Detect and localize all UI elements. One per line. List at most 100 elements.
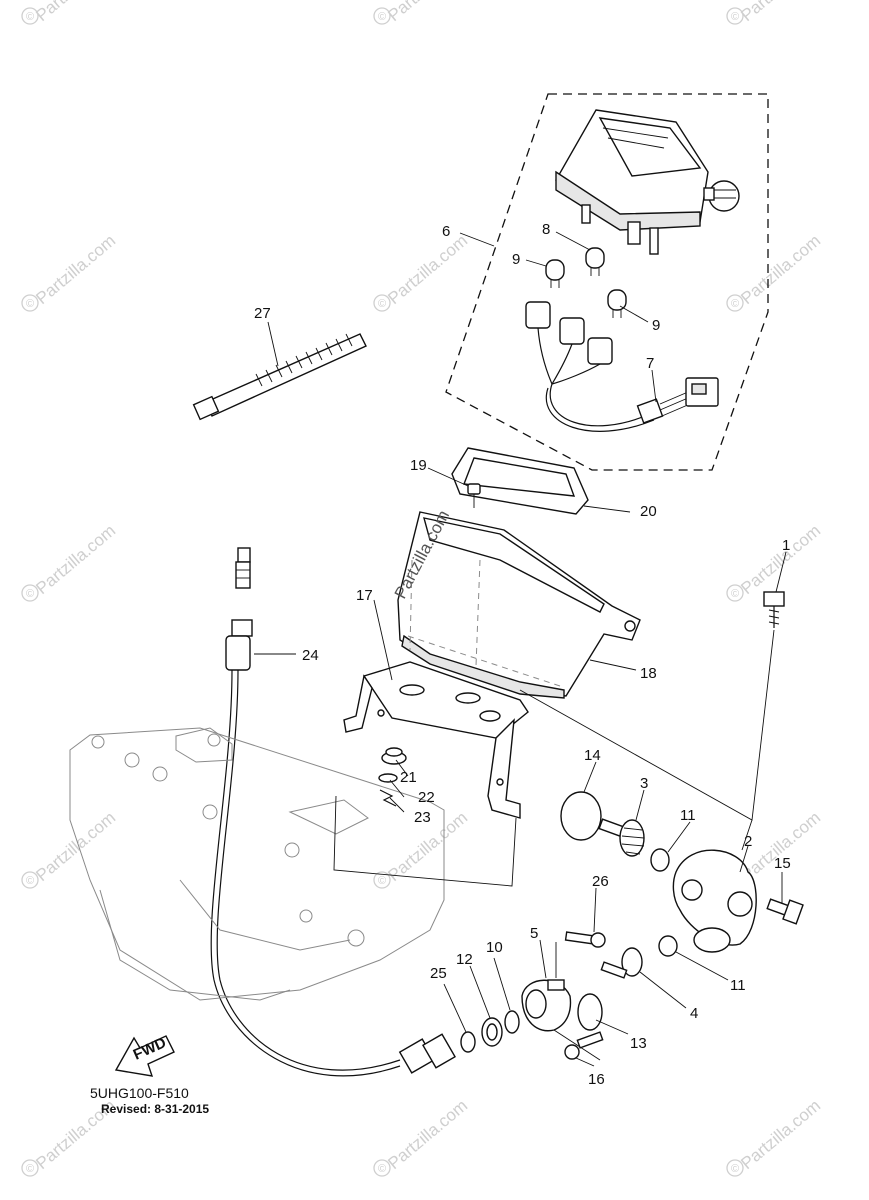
- svg-text:©: ©: [26, 1163, 34, 1175]
- callout-4[interactable]: 4: [690, 1005, 698, 1022]
- callout-18[interactable]: 18: [640, 665, 657, 682]
- callout-9-right[interactable]: 9: [652, 317, 660, 334]
- svg-text:©: ©: [378, 298, 386, 310]
- callout-27[interactable]: 27: [254, 305, 271, 322]
- watermark-top-left: © Partzilla.com: [21, 0, 119, 25]
- callout-12[interactable]: 12: [456, 951, 473, 968]
- callout-25[interactable]: 25: [430, 965, 447, 982]
- callout-5[interactable]: 5: [530, 925, 538, 942]
- watermark-row4-left: © Partzilla.com: [21, 808, 119, 889]
- callout-21[interactable]: 21: [400, 769, 417, 786]
- washer-10: [504, 1010, 520, 1034]
- drive-gear-3: [598, 818, 645, 857]
- svg-text:©: ©: [731, 11, 739, 23]
- o-ring-14: [560, 791, 602, 841]
- callout-10[interactable]: 10: [486, 939, 503, 956]
- bulb-9-left: [545, 259, 565, 288]
- screw-19: [467, 483, 481, 508]
- drawing-code: 5UHG100-F510: [90, 1085, 189, 1101]
- socket-harness: [525, 301, 719, 432]
- meter-assembly-boundary: [445, 93, 769, 471]
- fwd-arrow-icon: FWD: [114, 1034, 175, 1077]
- callout-3[interactable]: 3: [640, 775, 648, 792]
- svg-text:Partzilla.com: Partzilla.com: [32, 521, 119, 598]
- watermark-row2-center: © Partzilla.com: [373, 231, 471, 312]
- callout-6[interactable]: 6: [442, 223, 450, 240]
- svg-text:©: ©: [26, 298, 34, 310]
- callout-14[interactable]: 14: [584, 747, 601, 764]
- svg-text:©: ©: [26, 875, 34, 887]
- svg-text:©: ©: [731, 298, 739, 310]
- callout-16[interactable]: 16: [588, 1071, 605, 1088]
- svg-text:©: ©: [378, 1163, 386, 1175]
- callout-20[interactable]: 20: [640, 503, 657, 520]
- callout-11-upper[interactable]: 11: [680, 807, 696, 824]
- clip-23: [379, 789, 397, 807]
- callout-1[interactable]: 1: [782, 537, 790, 554]
- svg-text:©: ©: [731, 588, 739, 600]
- svg-text:Partzilla.com: Partzilla.com: [384, 231, 471, 308]
- watermark-row3-left: © Partzilla.com: [21, 521, 119, 602]
- callout-13[interactable]: 13: [630, 1035, 647, 1052]
- svg-text:Partzilla.com: Partzilla.com: [737, 1096, 824, 1173]
- bushing-11-upper: [650, 848, 670, 872]
- svg-text:Partzilla.com: Partzilla.com: [32, 808, 119, 885]
- watermark-bottom-right: © Partzilla.com: [726, 1096, 824, 1177]
- o-ring-25: [460, 1031, 476, 1053]
- svg-text:Partzilla.com: Partzilla.com: [737, 231, 824, 308]
- svg-text:Partzilla.com: Partzilla.com: [32, 0, 119, 25]
- o-ring-13: [577, 993, 603, 1031]
- svg-text:©: ©: [378, 875, 386, 887]
- leader-lines: [254, 231, 787, 1067]
- cable-tie: [192, 333, 367, 421]
- svg-text:Partzilla.com: Partzilla.com: [737, 521, 824, 598]
- callout-23[interactable]: 23: [414, 809, 431, 826]
- seal-12: [481, 1017, 503, 1047]
- callout-17[interactable]: 17: [356, 587, 373, 604]
- driven-gear-4: [600, 947, 643, 979]
- svg-text:Partzilla.com: Partzilla.com: [384, 0, 471, 25]
- bolt-15: [766, 898, 804, 925]
- callout-26[interactable]: 26: [592, 873, 609, 890]
- bulb-9-right: [607, 289, 627, 318]
- callout-9-left[interactable]: 9: [512, 251, 520, 268]
- screw-16: [564, 1031, 604, 1060]
- callout-labels: 1 2 3 4 5 6 7 8 9 9 10 11 11 12 13 14 15…: [254, 221, 791, 1088]
- callout-15[interactable]: 15: [774, 855, 791, 872]
- svg-text:Partzilla.com: Partzilla.com: [32, 231, 119, 308]
- svg-text:©: ©: [731, 1163, 739, 1175]
- meter-cover-20: [451, 447, 589, 515]
- watermark-top-right: © Partzilla.com: [726, 0, 824, 25]
- callout-19[interactable]: 19: [410, 457, 427, 474]
- screw-26: [564, 931, 606, 948]
- speedometer-cable-24: [210, 547, 456, 1077]
- meter-case-18: [397, 511, 641, 699]
- frame-outline: [69, 727, 445, 1001]
- svg-text:©: ©: [26, 11, 34, 23]
- callout-11-lower[interactable]: 11: [730, 977, 746, 994]
- grommet-21: [381, 747, 407, 765]
- bulb-8: [585, 247, 605, 276]
- bolt-1: [763, 591, 785, 628]
- callout-8[interactable]: 8: [542, 221, 550, 238]
- callout-22[interactable]: 22: [418, 789, 435, 806]
- revision-date: Revised: 8-31-2015: [101, 1102, 210, 1116]
- svg-text:©: ©: [26, 588, 34, 600]
- washer-22: [378, 773, 398, 783]
- bushing-11-lower: [658, 935, 678, 957]
- assembly-lines: [333, 629, 775, 1061]
- housing-5: [521, 979, 572, 1032]
- watermark-row3-right: © Partzilla.com: [726, 521, 824, 602]
- watermark-row2-right: © Partzilla.com: [726, 231, 824, 312]
- callout-2[interactable]: 2: [744, 833, 752, 850]
- callout-7[interactable]: 7: [646, 355, 654, 372]
- watermark-row2-left: © Partzilla.com: [21, 231, 119, 312]
- svg-text:Partzilla.com: Partzilla.com: [384, 1096, 471, 1173]
- svg-text:©: ©: [378, 11, 386, 23]
- meter-housing: [555, 109, 740, 255]
- callout-24[interactable]: 24: [302, 647, 319, 664]
- watermark-top-center: © Partzilla.com: [373, 0, 471, 25]
- watermark-bottom-center: © Partzilla.com: [373, 1096, 471, 1177]
- gear-housing-2: [672, 849, 757, 953]
